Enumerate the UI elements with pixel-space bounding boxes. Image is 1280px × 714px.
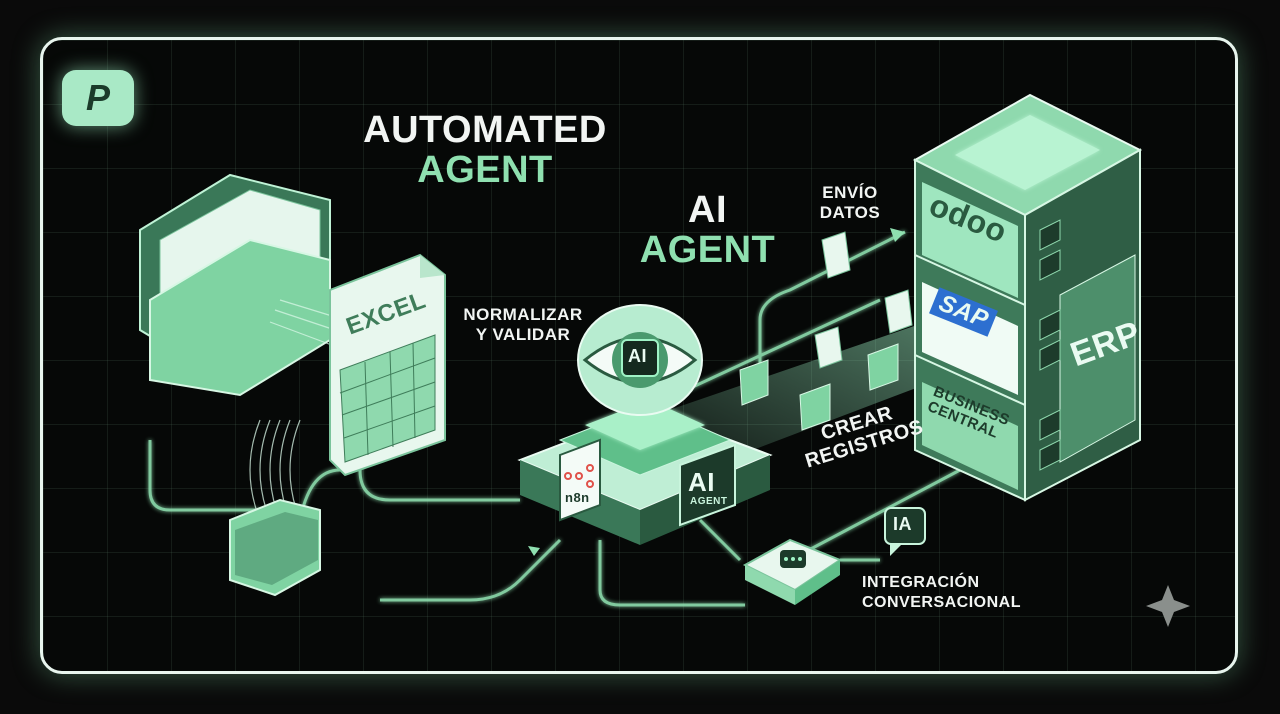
sparkle-icon [1146, 585, 1190, 627]
automated-title: AUTOMATED AGENT [363, 109, 607, 191]
n8n-tile [559, 438, 601, 522]
ai-chip-label: AI [628, 346, 647, 366]
agent-badge-label: AGENT [690, 496, 728, 507]
data-beam [640, 300, 990, 470]
chat-device-icon [742, 538, 843, 605]
ai-agent-title: AI AGENT [639, 189, 776, 271]
ia-label: IA [893, 514, 912, 534]
brand-logo: P [62, 70, 134, 126]
folder-icon [139, 173, 331, 397]
ia-chat-icon [884, 507, 926, 556]
ai-agent-badge [679, 443, 736, 527]
ai-eye-dome [577, 304, 703, 416]
folder-bottom-icon [229, 498, 321, 597]
n8n-label: n8n [565, 490, 590, 505]
document-icons [739, 231, 913, 431]
ai-badge-label: AI [688, 467, 715, 497]
excel-sheet [329, 253, 446, 477]
arrow-heads [528, 228, 905, 556]
